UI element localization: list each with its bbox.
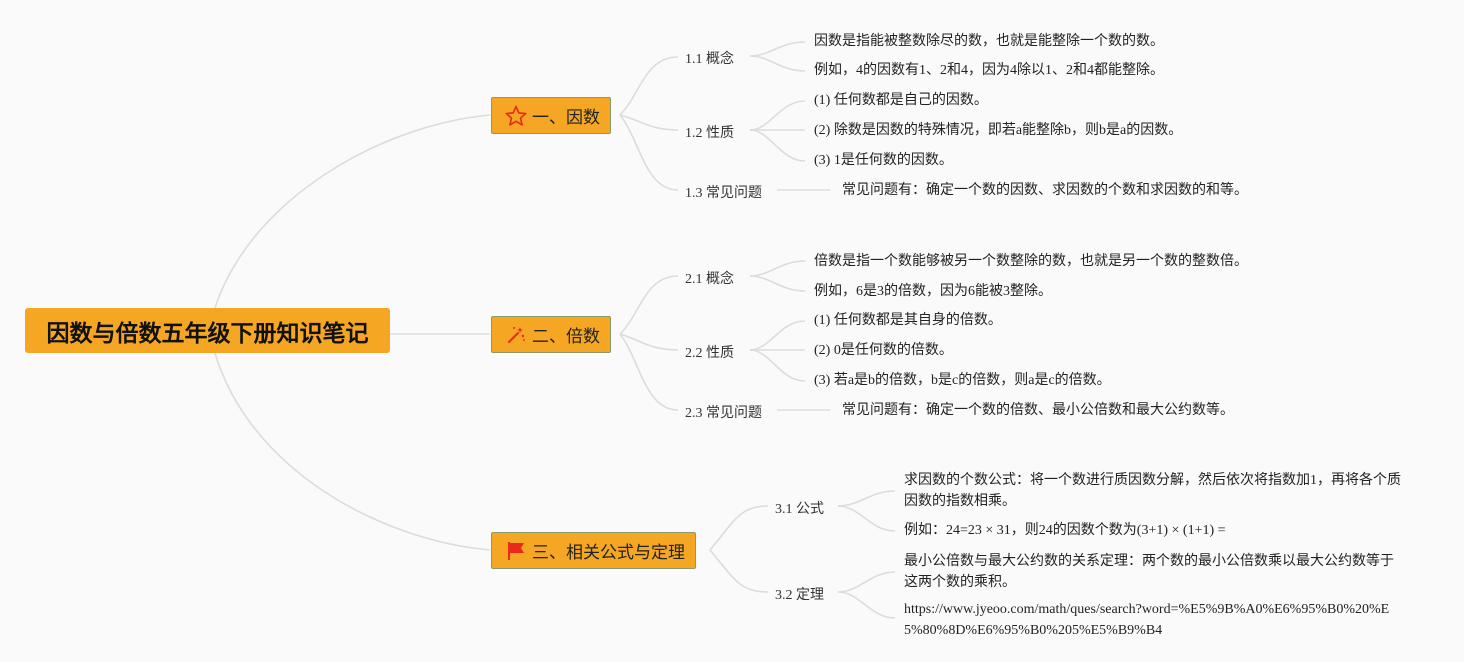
connector-t3-s2 [709, 549, 769, 593]
leaf-1-2-3[interactable]: (3) 1是任何数的因数。 [814, 153, 953, 168]
leaf-3-1-1[interactable]: 求因数的个数公式：将一个数进行质因数分解，然后依次将指数加1，再将各个质因数的指… [904, 473, 1401, 509]
connector-root-topic3 [214, 352, 491, 551]
connector-t1-s1 [619, 56, 679, 116]
leaf-2-2-3[interactable]: (3) 若a是b的倍数，b是c的倍数，则a是c的倍数。 [814, 373, 1111, 388]
topic-multiples[interactable]: 二、倍数 [491, 316, 611, 353]
leaf-2-2-1[interactable]: (1) 任何数都是其自身的倍数。 [814, 313, 1002, 328]
root-topic[interactable]: 因数与倍数五年级下册知识笔记 [25, 308, 390, 353]
connector-t2-s2 [619, 333, 679, 351]
subtopic-2-2[interactable]: 2.2 性质 [685, 346, 734, 361]
subtopic-1-2[interactable]: 1.2 性质 [685, 126, 734, 141]
leaf-1-3-1[interactable]: 常见问题有：确定一个数的因数、求因数的个数和求因数的和等。 [842, 183, 1248, 198]
subtopic-3-1[interactable]: 3.1 公式 [775, 502, 824, 517]
leaf-2-1-1[interactable]: 倍数是指一个数能够被另一个数整除的数，也就是另一个数的整数倍。 [814, 254, 1248, 269]
subtopic-2-3[interactable]: 2.3 常见问题 [685, 406, 762, 421]
topic-label: 一、因数 [532, 108, 600, 127]
leaf-3-1-2[interactable]: 例如：24=23 × 31，则24的因数个数为(3+1) × (1+1) = [904, 523, 1226, 538]
connector-root-topic1 [214, 114, 491, 309]
leaf-3-2-2-link[interactable]: https://www.jyeoo.com/math/ques/search?w… [904, 602, 1390, 638]
connector-t1-s3 [619, 114, 679, 191]
connector-t3-s1 [709, 505, 769, 551]
connector-t2-s3 [619, 333, 679, 411]
leaf-1-1-1[interactable]: 因数是指能被整数除尽的数，也就是能整除一个数的数。 [814, 34, 1164, 49]
topic-factors[interactable]: 一、因数 [491, 97, 611, 134]
connector-t2-s1 [619, 275, 679, 335]
star-icon [504, 104, 528, 128]
leaf-2-3-1[interactable]: 常见问题有：确定一个数的倍数、最小公倍数和最大公约数等。 [842, 403, 1234, 418]
leaf-3-2-1[interactable]: 最小公倍数与最大公约数的关系定理：两个数的最小公倍数乘以最大公约数等于这两个数的… [904, 554, 1394, 590]
leaf-1-2-1[interactable]: (1) 任何数都是自己的因数。 [814, 93, 988, 108]
root-title: 因数与倍数五年级下册知识笔记 [46, 319, 369, 346]
subtopic-1-1[interactable]: 1.1 概念 [685, 52, 734, 67]
flag-icon [504, 539, 528, 563]
subtopic-1-3[interactable]: 1.3 常见问题 [685, 186, 762, 201]
topic-label: 二、倍数 [532, 327, 600, 346]
leaf-2-1-2[interactable]: 例如，6是3的倍数，因为6能被3整除。 [814, 284, 1052, 299]
subtopic-3-2[interactable]: 3.2 定理 [775, 588, 824, 603]
subtopic-2-1[interactable]: 2.1 概念 [685, 272, 734, 287]
leaf-1-1-2[interactable]: 例如，4的因数有1、2和4，因为4除以1、2和4都能整除。 [814, 63, 1164, 78]
connector-t1-s2 [619, 114, 679, 131]
topic-formulas-theorems[interactable]: 三、相关公式与定理 [491, 532, 696, 569]
leaf-2-2-2[interactable]: (2) 0是任何数的倍数。 [814, 343, 953, 358]
magic-wand-icon [504, 323, 528, 347]
leaf-1-2-2[interactable]: (2) 除数是因数的特殊情况，即若a能整除b，则b是a的因数。 [814, 123, 1183, 138]
topic-label: 三、相关公式与定理 [532, 543, 685, 562]
